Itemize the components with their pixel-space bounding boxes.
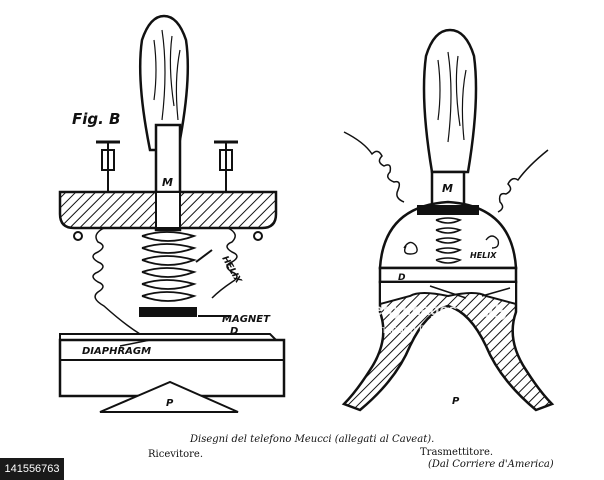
transmitter-handle [422, 28, 478, 174]
watermark-credit: Mondadori Portfolio [364, 324, 460, 336]
caption-receiver: Ricevitore. [148, 449, 204, 460]
caption-source: (Dal Corriere d'America) [428, 459, 554, 470]
receiver-helix-coil [141, 231, 197, 302]
transmitter-helix-coil [435, 217, 463, 264]
receiver-left-wire [92, 227, 141, 335]
receiver-diaphragm-label: DIAPHRAGM [82, 346, 151, 357]
caption-transmitter: Trasmettitore. [420, 447, 494, 458]
caption-title: Disegni del telefono Meucci (allegati al… [190, 434, 435, 445]
receiver-drawing [58, 14, 286, 413]
transmitter-left-wire [343, 131, 405, 203]
figure-label: Fig. B [72, 110, 120, 128]
transmitter-drawing [341, 28, 555, 412]
transmitter-p-label: P [452, 396, 460, 407]
transmitter-dome [378, 200, 518, 270]
receiver-p-label: P [166, 398, 174, 409]
receiver-binding-posts [96, 140, 238, 192]
image-id-tag: 141556763 [0, 458, 64, 480]
receiver-magnet-label: MAGNET [222, 314, 271, 325]
watermark-mark: 45 [482, 300, 507, 325]
watermark-brand: gettyimages [364, 302, 458, 319]
transmitter-right-wire [497, 149, 549, 213]
receiver-helix-label: HELIX [219, 255, 243, 287]
transmitter-d-label: D [398, 273, 406, 283]
transmitter-mouthpiece [341, 280, 555, 412]
receiver-right-wire [211, 227, 238, 299]
receiver-handle [138, 14, 190, 152]
transmitter-helix-label: HELIX [470, 251, 497, 260]
transmitter-m-label: M [442, 182, 453, 195]
receiver-m-label: M [162, 176, 173, 189]
receiver-d-label: D [230, 326, 238, 337]
receiver-p-wedge [99, 380, 239, 413]
